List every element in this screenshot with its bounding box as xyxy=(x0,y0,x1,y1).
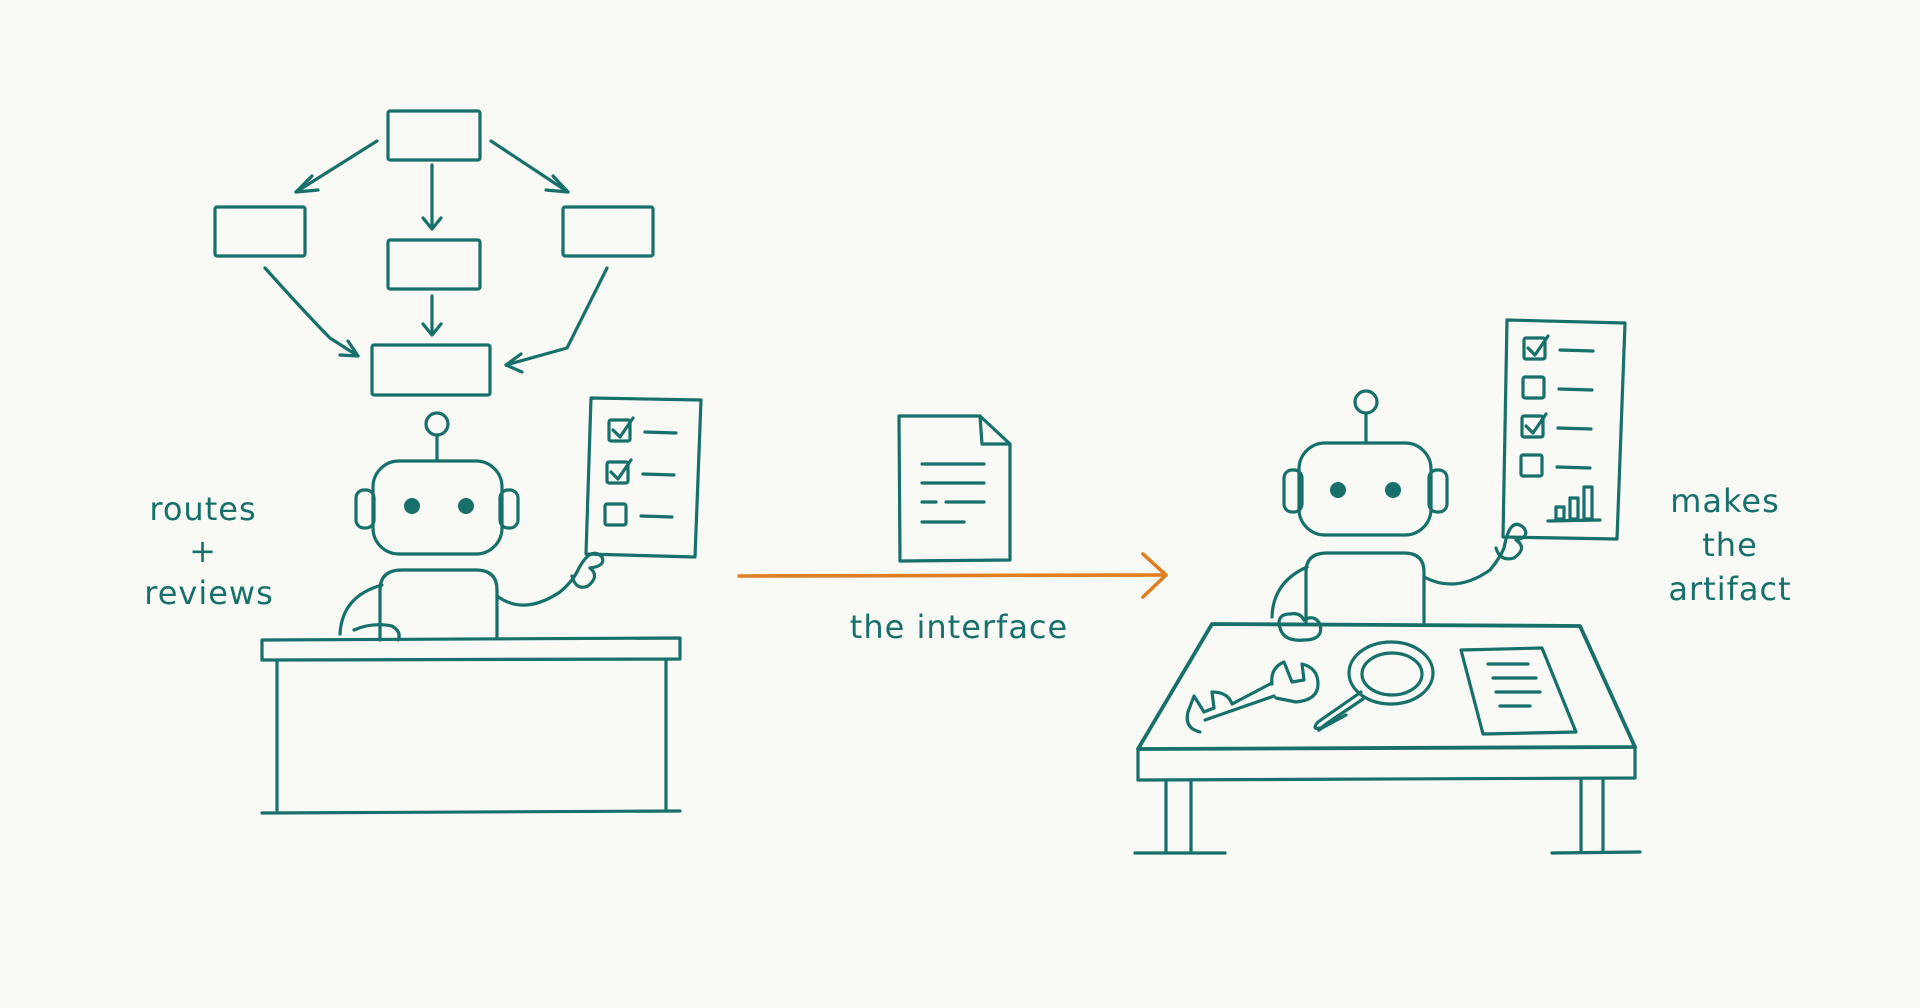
flow-arrow-top-left xyxy=(294,139,379,194)
left-desk xyxy=(260,636,682,815)
checklist-clipboard-right xyxy=(1501,318,1627,541)
right-robot xyxy=(1133,318,1642,855)
checkbox-empty-icon xyxy=(1521,375,1546,400)
wrench-icon xyxy=(1185,660,1320,734)
robot-icon xyxy=(1270,389,1528,642)
left-label-line-2: + xyxy=(189,532,217,570)
flowchart-node-right xyxy=(561,205,655,258)
magnifying-glass-icon xyxy=(1313,640,1435,732)
checkbox-empty-icon xyxy=(603,502,628,527)
left-label: routes + reviews xyxy=(144,490,274,612)
right-desk xyxy=(1133,622,1642,855)
left-robot xyxy=(260,396,703,815)
flow-arrowhead-top-middle xyxy=(421,216,443,231)
flowchart-node-bottom xyxy=(370,343,492,397)
document-icon xyxy=(897,414,1012,563)
flow-arrowhead-left-bottom xyxy=(338,339,360,358)
handoff-arrow xyxy=(737,573,1167,578)
checkbox-checked-icon xyxy=(607,418,632,443)
flowchart-node-left xyxy=(213,205,307,258)
flow-arrow-left-bottom xyxy=(263,266,360,358)
flow-arrowhead-top-left xyxy=(294,174,320,194)
bar-chart-icon xyxy=(1546,485,1602,523)
left-label-line-1: routes xyxy=(149,490,256,528)
robot-icon xyxy=(338,411,605,642)
checkbox-checked-icon xyxy=(1522,336,1547,361)
right-label: makes the artifact xyxy=(1668,482,1791,608)
flow-arrow-top-right xyxy=(489,139,570,194)
handoff: the interface xyxy=(737,414,1168,646)
handoff-label: the interface xyxy=(850,608,1068,646)
right-label-line-1: makes xyxy=(1670,482,1780,520)
checkbox-checked-icon xyxy=(605,460,630,485)
flowchart-node-middle xyxy=(386,238,482,291)
flowchart xyxy=(213,109,655,397)
document-icon xyxy=(1459,646,1578,736)
checkbox-empty-icon xyxy=(1519,453,1544,478)
left-label-line-3: reviews xyxy=(144,574,274,612)
checkbox-checked-icon xyxy=(1520,414,1545,439)
right-label-line-3: artifact xyxy=(1668,570,1791,608)
right-label-line-2: the xyxy=(1702,526,1758,564)
flow-arrow-right-bottom xyxy=(504,266,609,367)
checklist-clipboard-left xyxy=(584,396,703,559)
handoff-arrowhead xyxy=(1141,552,1168,599)
flow-arrowhead-right-bottom xyxy=(504,352,524,374)
flowchart-node-top xyxy=(386,109,482,162)
flow-arrowhead-top-right xyxy=(544,174,570,194)
flow-arrowhead-middle-bottom xyxy=(421,322,443,337)
